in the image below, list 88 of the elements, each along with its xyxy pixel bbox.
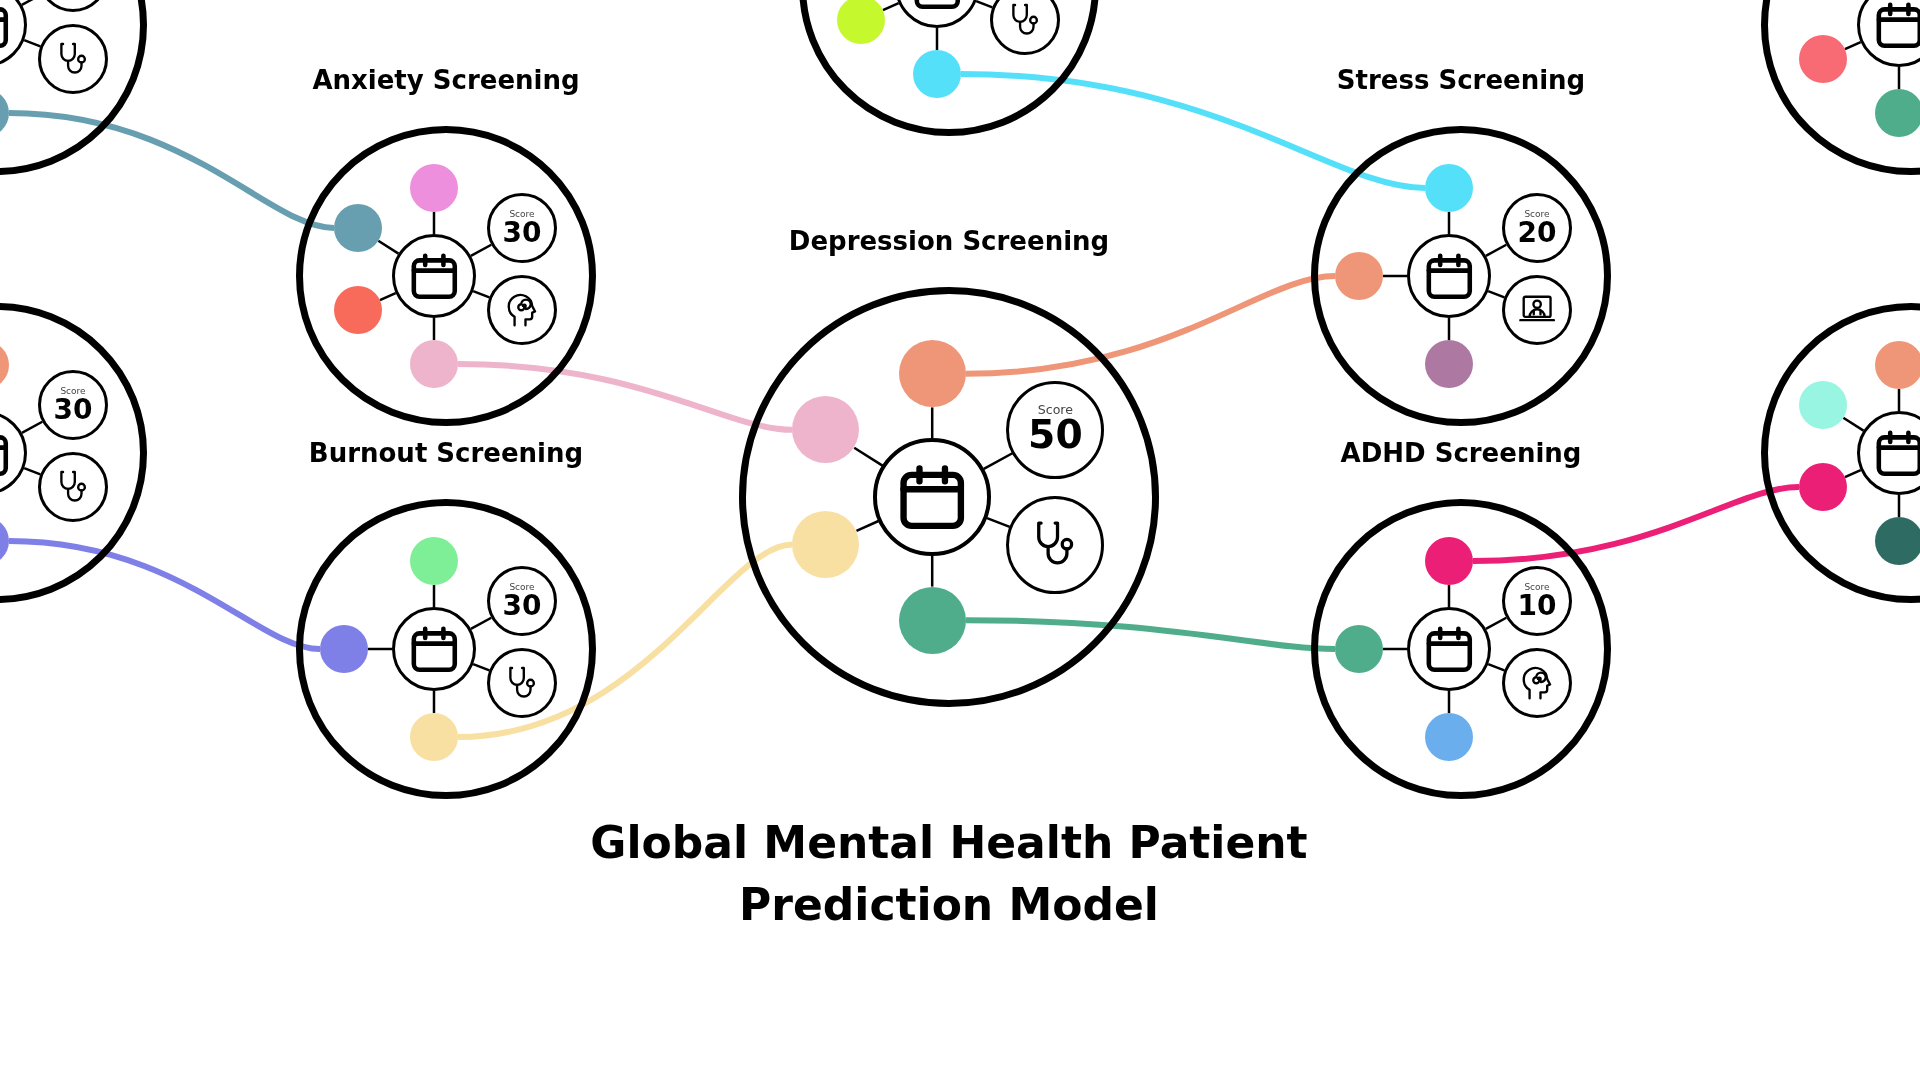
spoke-line bbox=[1447, 318, 1451, 340]
spoke-line bbox=[23, 466, 41, 476]
connector-line bbox=[8, 110, 335, 231]
screening-title: Depression Screening bbox=[788, 225, 1110, 257]
color-dot bbox=[1425, 713, 1473, 761]
spoke-line bbox=[930, 407, 934, 439]
spoke-line bbox=[1844, 469, 1862, 479]
connector-line bbox=[960, 71, 1426, 191]
spoke-line bbox=[1844, 41, 1862, 51]
spoke-line bbox=[1383, 274, 1407, 278]
diagram-title: Global Mental Health Patient Prediction Model bbox=[589, 816, 1309, 932]
spoke-line bbox=[472, 289, 490, 299]
screening-title: Burnout Screening bbox=[308, 437, 584, 469]
score-label: Score bbox=[1524, 582, 1550, 592]
screening-title: Anxiety Screening bbox=[312, 64, 580, 96]
color-dot bbox=[1335, 252, 1383, 300]
spoke-line bbox=[470, 243, 492, 257]
connector-line bbox=[457, 541, 793, 740]
connector-line bbox=[965, 273, 1336, 377]
color-dot bbox=[410, 713, 458, 761]
spoke-line bbox=[882, 2, 900, 12]
color-dot bbox=[410, 340, 458, 388]
color-dot bbox=[1799, 381, 1847, 429]
connector-line bbox=[965, 617, 1336, 652]
spoke-line bbox=[1487, 289, 1505, 299]
spoke-line bbox=[1447, 691, 1451, 713]
color-dot bbox=[334, 204, 382, 252]
color-dot bbox=[1799, 35, 1847, 83]
connector-line bbox=[457, 361, 793, 433]
spoke-line bbox=[1897, 67, 1901, 89]
score-value: 30 bbox=[502, 592, 542, 620]
score-label: Score bbox=[1524, 209, 1550, 219]
spoke-line bbox=[935, 28, 939, 50]
color-dot bbox=[1799, 463, 1847, 511]
spoke-line bbox=[1842, 416, 1865, 432]
score-value: 30 bbox=[502, 219, 542, 247]
color-dot bbox=[1875, 89, 1920, 137]
spoke-line bbox=[21, 420, 43, 434]
spoke-line bbox=[432, 585, 436, 607]
spoke-line bbox=[432, 691, 436, 713]
color-dot bbox=[1335, 625, 1383, 673]
spoke-line bbox=[472, 662, 490, 672]
spoke-line bbox=[1485, 616, 1507, 630]
score-label: Score bbox=[509, 209, 535, 219]
color-dot bbox=[1425, 340, 1473, 388]
color-dot bbox=[1875, 517, 1920, 565]
spoke-line bbox=[1447, 212, 1451, 234]
color-dot bbox=[320, 625, 368, 673]
spoke-line bbox=[23, 38, 41, 48]
color-dot bbox=[837, 0, 885, 44]
connector-line bbox=[8, 538, 321, 652]
color-dot bbox=[1875, 341, 1920, 389]
spoke-line bbox=[1485, 243, 1507, 257]
score-value: 30 bbox=[53, 396, 93, 424]
spoke-line bbox=[470, 616, 492, 630]
score-value: 20 bbox=[1517, 219, 1557, 247]
spoke-line bbox=[1487, 662, 1505, 672]
spoke-line bbox=[1447, 585, 1451, 607]
spoke-line bbox=[432, 318, 436, 340]
icon-circle bbox=[990, 0, 1060, 55]
spoke-line bbox=[930, 555, 934, 587]
color-dot bbox=[334, 286, 382, 334]
spoke-line bbox=[377, 239, 400, 255]
score-label: Score bbox=[509, 582, 535, 592]
spoke-line bbox=[432, 212, 436, 234]
spoke-line bbox=[983, 452, 1013, 470]
spoke-line bbox=[368, 647, 392, 651]
score-label: Score bbox=[1037, 405, 1074, 416]
spoke-line bbox=[853, 446, 884, 467]
color-dot bbox=[410, 164, 458, 212]
screening-title: ADHD Screening bbox=[1340, 437, 1582, 469]
hub-circle bbox=[1857, 411, 1920, 495]
score-label: Score bbox=[60, 386, 86, 396]
spoke-line bbox=[1897, 389, 1901, 411]
color-dot bbox=[913, 50, 961, 98]
color-dot bbox=[1425, 537, 1473, 585]
score-value: 10 bbox=[1517, 592, 1557, 620]
color-dot bbox=[1425, 164, 1473, 212]
color-dot bbox=[410, 537, 458, 585]
score-value: 50 bbox=[1028, 415, 1083, 455]
spoke-line bbox=[855, 519, 880, 533]
spoke-line bbox=[379, 292, 397, 302]
spoke-line bbox=[986, 517, 1011, 529]
spoke-line bbox=[1897, 495, 1901, 517]
spoke-line bbox=[975, 0, 993, 9]
spoke-line bbox=[1383, 647, 1407, 651]
screening-title: Stress Screening bbox=[1336, 64, 1586, 96]
connector-line bbox=[1472, 484, 1800, 564]
